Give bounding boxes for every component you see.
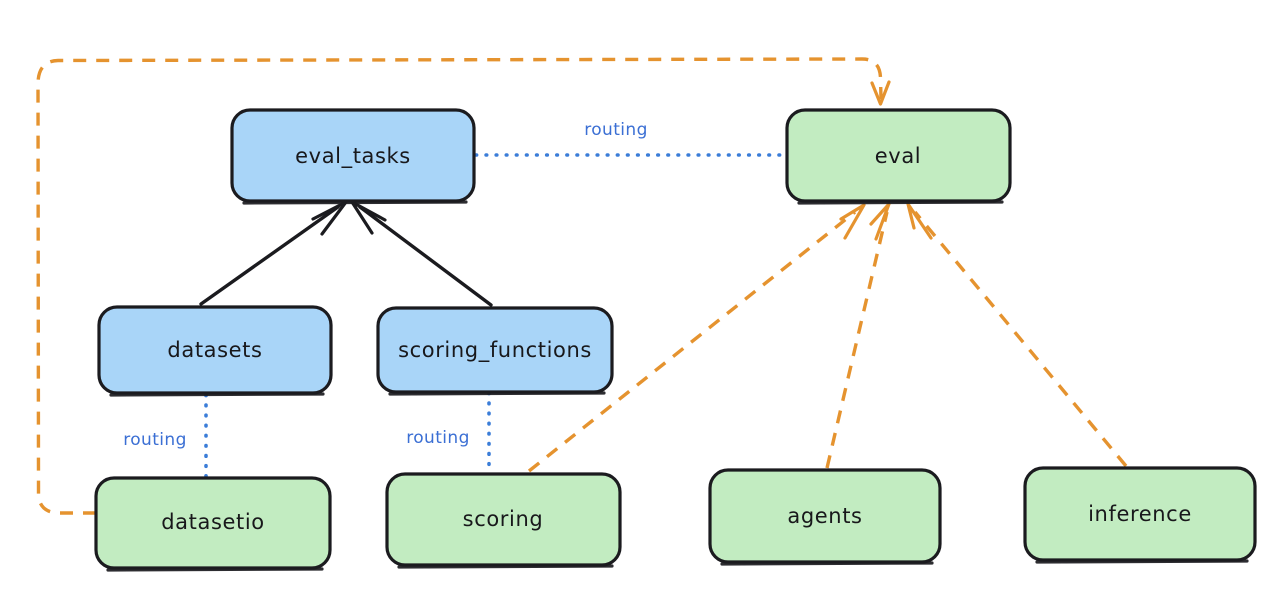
node-label-agents: agents [787,504,862,528]
node-eval[interactable]: eval [785,108,1012,205]
edge-inference-to-eval [906,202,1128,468]
node-datasetio[interactable]: datasetio [94,476,332,572]
node-label-eval: eval [875,144,921,168]
edge-datasets-to-datasetio: routing [123,393,208,479]
node-label-scoring: scoring [463,507,544,531]
routing-label-datasets: routing [123,430,187,450]
edge-scoring_functions-to-scoring: routing [406,391,491,475]
edge-datasets-to-eval_tasks [199,200,348,306]
node-label-datasets: datasets [167,338,262,362]
node-label-datasetio: datasetio [161,510,264,534]
routing-label-scoring-functions: routing [406,428,470,448]
node-datasets[interactable]: datasets [97,305,333,397]
node-agents[interactable]: agents [708,468,942,566]
node-label-inference: inference [1088,502,1192,526]
node-scoring_functions[interactable]: scoring_functions [376,306,614,396]
edge-eval_tasks-to-eval: routing [474,120,787,157]
edge-datasetio-to-eval [36,57,891,515]
node-scoring[interactable]: scoring [385,472,622,569]
node-eval_tasks[interactable]: eval_tasks [230,108,476,205]
edge-scoring-to-eval [527,203,866,473]
edge-agents-to-eval [825,202,891,469]
routing-label-eval-tasks: routing [584,120,648,140]
node-label-scoring_functions: scoring_functions [398,338,592,363]
edge-scoring_functions-to-eval_tasks [350,200,493,307]
node-inference[interactable]: inference [1023,466,1257,564]
node-label-eval_tasks: eval_tasks [295,144,411,169]
